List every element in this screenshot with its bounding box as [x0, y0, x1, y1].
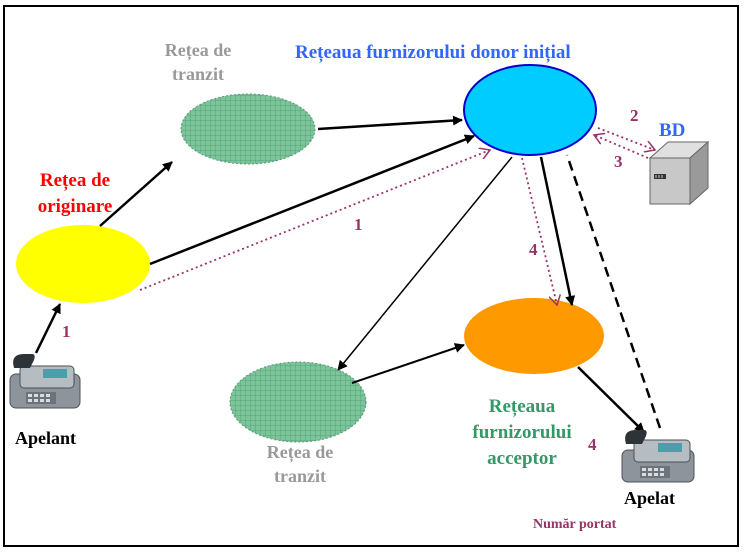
acceptor-network — [464, 298, 604, 374]
database-icon — [648, 140, 710, 206]
arrow-donor-to-transit-bottom — [337, 156, 513, 371]
step-3: 3 — [614, 152, 623, 171]
signal-origin-to-donor — [139, 150, 490, 291]
callee-label: Apelat — [624, 488, 675, 508]
transit-network-bottom — [229, 361, 367, 443]
donor-label: Rețeaua furnizorului donor inițial — [295, 42, 571, 63]
arrow-donor-to-acceptor — [539, 156, 576, 306]
arrow-origin-to-donor — [149, 134, 475, 266]
signal-donor-to-bd — [597, 127, 655, 150]
phone-icon-caller — [9, 354, 81, 409]
step-2: 2 — [630, 106, 639, 125]
arrow-acceptor-to-callee — [577, 366, 645, 433]
transit-bottom-label: Rețea de tranzit — [266, 442, 334, 486]
caller-label: Apelant — [15, 428, 77, 448]
acceptor-label: Rețeaua furnizorului acceptor — [472, 396, 572, 469]
phone-icon-callee — [621, 430, 695, 483]
bd-label: BD — [659, 120, 686, 141]
signal-donor-to-acceptor — [521, 157, 557, 305]
dashed-callee-to-donor — [565, 154, 662, 429]
arrow-transit-top-to-donor — [317, 115, 463, 131]
arrow-transit-bottom-to-acceptor — [351, 343, 465, 384]
step-4-final: 4 — [588, 435, 597, 454]
arrow-caller-to-origin — [34, 303, 62, 354]
step-1-caller: 1 — [62, 322, 71, 341]
donor-network — [463, 64, 597, 156]
step-4-query: 4 — [529, 240, 538, 259]
step-1-signal: 1 — [354, 215, 363, 234]
transit-network-top — [180, 93, 316, 165]
ported-number-label: Număr portat — [533, 517, 617, 532]
origin-network — [16, 225, 150, 303]
transit-top-label: Rețea de tranzit — [164, 40, 232, 84]
arrow-origin-to-transit-top — [99, 161, 173, 227]
origin-label: Rețea de originare — [37, 170, 113, 217]
